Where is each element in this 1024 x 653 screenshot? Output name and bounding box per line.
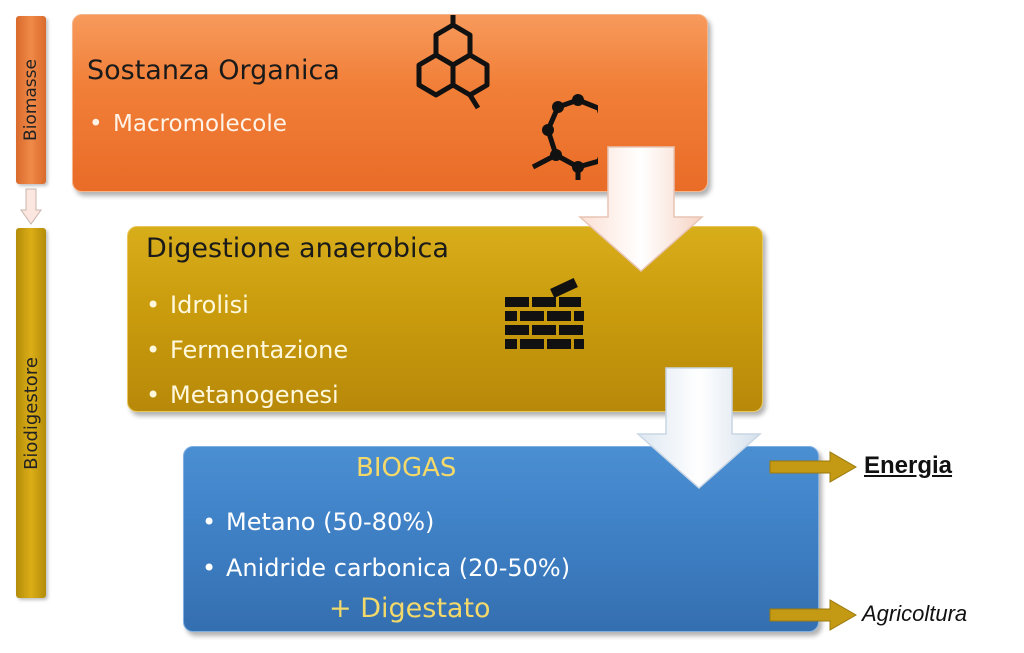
digestate-label: + Digestato — [329, 593, 491, 624]
digestion-bullet-list: •Idrolisi •Fermentazione •Metanogenesi — [146, 283, 348, 418]
list-item: •Metano (50-80%) — [202, 508, 435, 536]
biodigestore-label: Biodigestore — [20, 356, 42, 470]
flow-arrow-down-1 — [578, 146, 704, 273]
energy-label: Energia — [864, 452, 953, 479]
list-item: •Idrolisi — [146, 291, 249, 319]
brick-wall-icon — [505, 277, 584, 349]
agriculture-label: Agricoltura — [862, 601, 968, 626]
molecule-icon — [416, 15, 598, 180]
organic-title: Sostanza Organica — [87, 55, 340, 86]
flow-arrow-down-2 — [636, 367, 762, 490]
sidebar-down-arrow — [20, 188, 42, 225]
agriculture-arrow — [769, 599, 858, 631]
list-item: •Fermentazione — [146, 336, 349, 364]
list-item: •Metanogenesi — [146, 381, 339, 409]
biomasse-bar: Biomasse — [16, 16, 46, 184]
biogas-block: BIOGAS •Metano (50-80%) •Anidride carbon… — [183, 446, 819, 632]
organic-matter-block: Sostanza Organica •Macromolecole — [72, 14, 708, 192]
biodigestore-bar: Biodigestore — [16, 228, 46, 598]
energy-arrow — [769, 451, 858, 483]
list-item: •Anidride carbonica (20-50%) — [202, 554, 571, 582]
biogas-title: BIOGAS — [356, 453, 457, 483]
biomasse-label: Biomasse — [21, 59, 41, 141]
organic-bullet-list: •Macromolecole — [89, 111, 287, 137]
digestion-title: Digestione anaerobica — [146, 233, 449, 264]
list-item: •Macromolecole — [89, 111, 287, 137]
biogas-bullet-list: •Metano (50-80%) •Anidride carbonica (20… — [202, 499, 570, 591]
